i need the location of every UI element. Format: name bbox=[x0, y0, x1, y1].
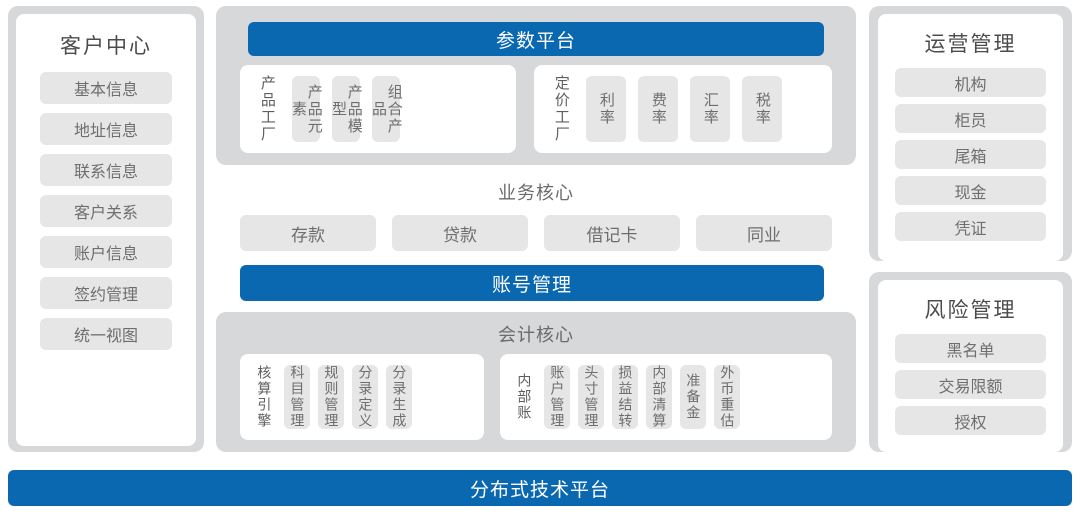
accounting-engine-item-entry-define[interactable]: 分录定义 bbox=[352, 365, 378, 429]
business-core-title: 业务核心 bbox=[498, 183, 574, 203]
customer-center-item-account-info[interactable]: 账户信息 bbox=[40, 236, 172, 268]
internal-ledger-item-internal-clearing[interactable]: 内部清算 bbox=[646, 365, 672, 429]
accounting-engine-item-subject-mgmt[interactable]: 科目管理 bbox=[284, 365, 310, 429]
customer-center-item-relationship[interactable]: 客户关系 bbox=[40, 195, 172, 227]
pricing-factory-label: 定价工厂 bbox=[552, 75, 570, 143]
internal-ledger-item-provision[interactable]: 准备金 bbox=[680, 365, 706, 429]
product-factory-group: 产品工厂 产品元素 产品模型 组合产品 bbox=[240, 65, 516, 153]
internal-ledger-item-pnl-carryforward[interactable]: 损益结转 bbox=[612, 365, 638, 429]
business-core-item-list: 存款 贷款 借记卡 同业 bbox=[240, 215, 832, 251]
internal-ledger-item-fx-revaluation[interactable]: 外币重估 bbox=[714, 365, 740, 429]
parameter-platform-title-bar[interactable]: 参数平台 bbox=[248, 22, 824, 56]
business-core-item-debit-card[interactable]: 借记卡 bbox=[544, 215, 680, 251]
account-management-bar[interactable]: 账号管理 bbox=[240, 265, 824, 301]
risk-management-panel: 风险管理 黑名单 交易限额 授权 bbox=[878, 280, 1063, 452]
distributed-tech-platform-bar[interactable]: 分布式技术平台 bbox=[8, 470, 1072, 506]
accounting-core-title: 会计核心 bbox=[498, 325, 574, 345]
risk-item-authorization[interactable]: 授权 bbox=[895, 406, 1046, 435]
internal-ledger-item-position-mgmt[interactable]: 头寸管理 bbox=[578, 365, 604, 429]
accounting-engine-label: 核算引擎 bbox=[256, 365, 273, 429]
operations-management-title: 运营管理 bbox=[924, 33, 1017, 56]
internal-ledger-label: 内部账 bbox=[516, 373, 533, 421]
product-factory-item-product-element[interactable]: 产品元素 bbox=[290, 76, 323, 142]
pricing-factory-item-exchange-rate[interactable]: 汇率 bbox=[690, 76, 730, 142]
operations-item-teller[interactable]: 柜员 bbox=[895, 104, 1046, 133]
accounting-core-frame: 会计核心 核算引擎 科目管理 规则管理 分录定义 分录生成 内部账 账户管理 头… bbox=[216, 312, 856, 452]
customer-center-item-address-info[interactable]: 地址信息 bbox=[40, 113, 172, 145]
customer-center-item-basic-info[interactable]: 基本信息 bbox=[40, 72, 172, 104]
risk-management-item-list: 黑名单 交易限额 授权 bbox=[878, 334, 1063, 435]
risk-management-title: 风险管理 bbox=[924, 299, 1017, 322]
business-core-item-loan[interactable]: 贷款 bbox=[392, 215, 528, 251]
pricing-factory-item-interest-rate[interactable]: 利率 bbox=[586, 76, 626, 142]
operations-item-cash-box[interactable]: 尾箱 bbox=[895, 140, 1046, 169]
product-factory-item-product-model[interactable]: 产品模型 bbox=[330, 76, 363, 142]
internal-ledger-group: 内部账 账户管理 头寸管理 损益结转 内部清算 准备金 外币重估 bbox=[500, 354, 832, 440]
operations-item-voucher[interactable]: 凭证 bbox=[895, 212, 1046, 241]
customer-center-panel: 客户中心 基本信息 地址信息 联系信息 客户关系 账户信息 签约管理 统一视图 bbox=[16, 14, 196, 446]
customer-center-item-unified-view[interactable]: 统一视图 bbox=[40, 318, 172, 350]
accounting-engine-group: 核算引擎 科目管理 规则管理 分录定义 分录生成 bbox=[240, 354, 484, 440]
product-factory-item-bundled-product[interactable]: 组合产品 bbox=[370, 76, 403, 142]
parameter-platform-frame: 参数平台 产品工厂 产品元素 产品模型 组合产品 定价工厂 利率 费率 汇率 税… bbox=[216, 6, 856, 165]
customer-center-title: 客户中心 bbox=[60, 35, 152, 58]
accounting-engine-item-entry-generate[interactable]: 分录生成 bbox=[386, 365, 412, 429]
internal-ledger-item-account-mgmt[interactable]: 账户管理 bbox=[544, 365, 570, 429]
business-core-item-interbank[interactable]: 同业 bbox=[696, 215, 832, 251]
operations-management-panel: 运营管理 机构 柜员 尾箱 现金 凭证 bbox=[878, 14, 1063, 261]
customer-center-item-contract-mgmt[interactable]: 签约管理 bbox=[40, 277, 172, 309]
operations-management-item-list: 机构 柜员 尾箱 现金 凭证 bbox=[878, 68, 1063, 241]
risk-item-blacklist[interactable]: 黑名单 bbox=[895, 334, 1046, 363]
pricing-factory-item-fee-rate[interactable]: 费率 bbox=[638, 76, 678, 142]
operations-item-cash[interactable]: 现金 bbox=[895, 176, 1046, 205]
customer-center-item-list: 基本信息 地址信息 联系信息 客户关系 账户信息 签约管理 统一视图 bbox=[16, 72, 196, 350]
accounting-core-groups: 核算引擎 科目管理 规则管理 分录定义 分录生成 内部账 账户管理 头寸管理 损… bbox=[240, 354, 832, 440]
parameter-platform-groups: 产品工厂 产品元素 产品模型 组合产品 定价工厂 利率 费率 汇率 税率 bbox=[240, 65, 832, 153]
customer-center-item-contact-info[interactable]: 联系信息 bbox=[40, 154, 172, 186]
product-factory-label: 产品工厂 bbox=[258, 75, 276, 143]
business-core-item-deposit[interactable]: 存款 bbox=[240, 215, 376, 251]
pricing-factory-group: 定价工厂 利率 费率 汇率 税率 bbox=[534, 65, 832, 153]
risk-item-transaction-limit[interactable]: 交易限额 bbox=[895, 370, 1046, 399]
operations-item-institution[interactable]: 机构 bbox=[895, 68, 1046, 97]
pricing-factory-item-tax-rate[interactable]: 税率 bbox=[742, 76, 782, 142]
accounting-engine-item-rule-mgmt[interactable]: 规则管理 bbox=[318, 365, 344, 429]
